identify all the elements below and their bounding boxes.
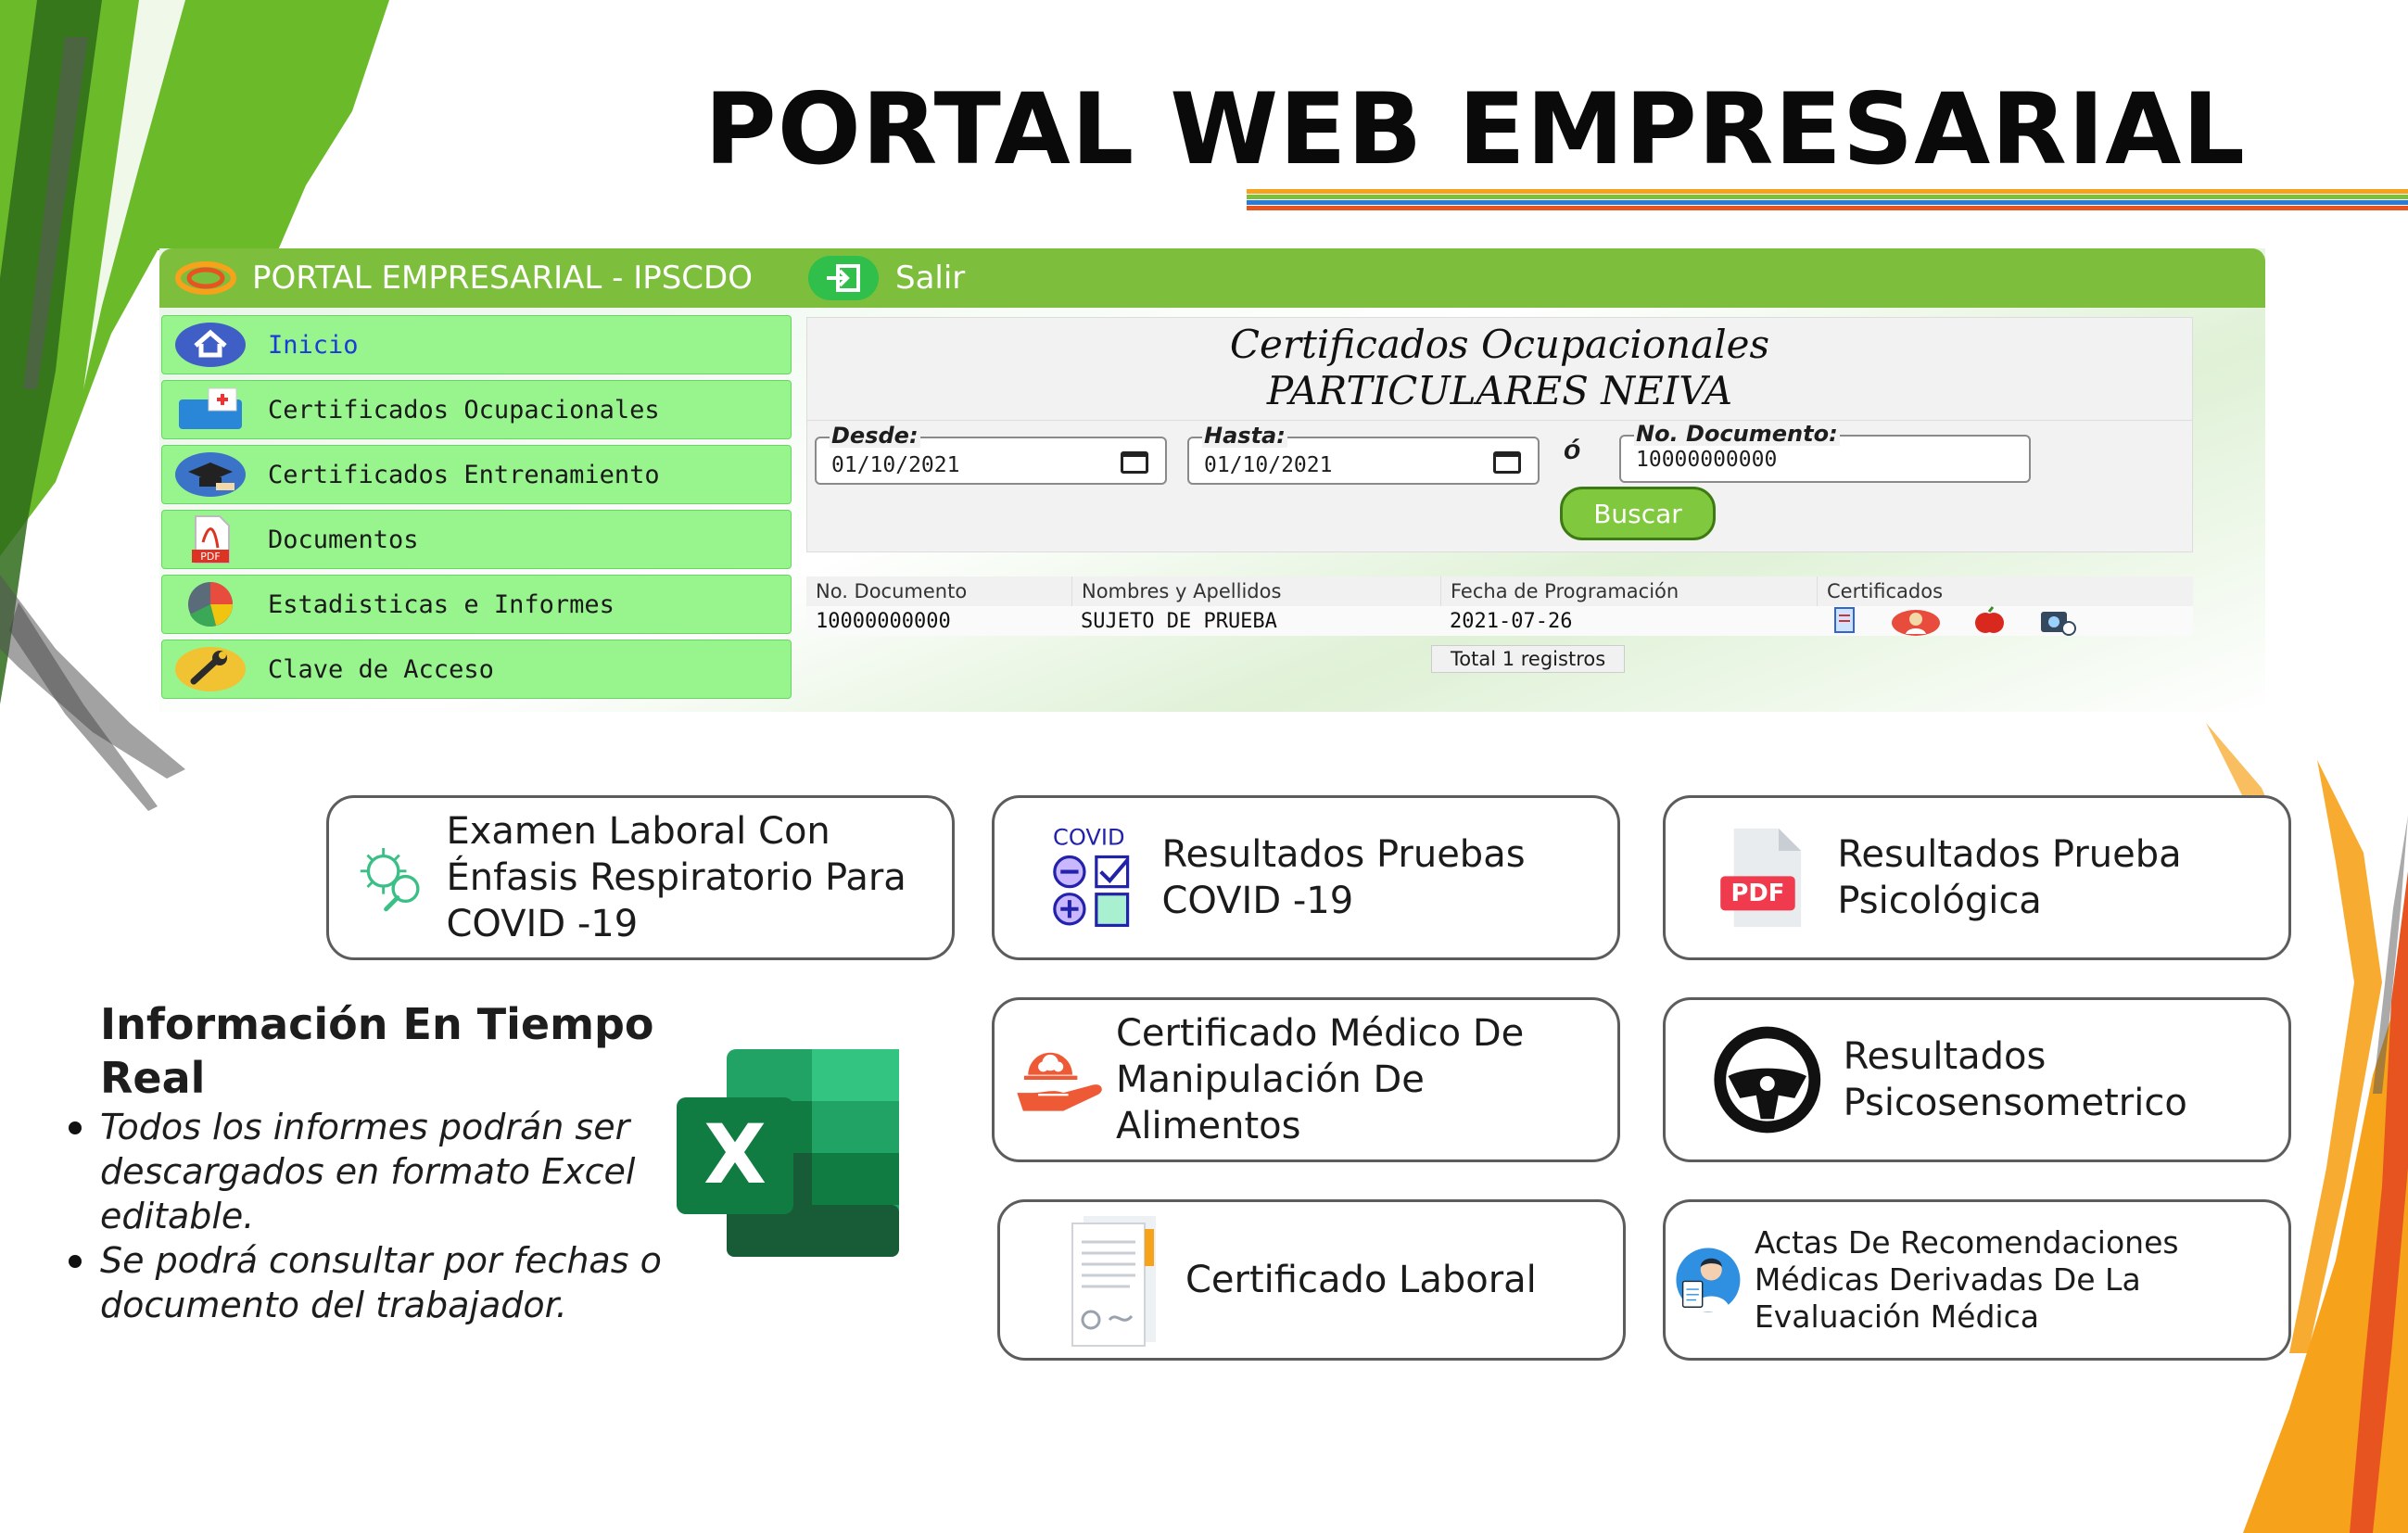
sidebar-item-label: Estadisticas e Informes [268,589,615,619]
form-title: Certificados Ocupacionales [1229,322,1770,367]
hasta-label: Hasta: [1202,423,1287,449]
cell-certificados [1817,606,2193,636]
sidebar-item-documentos[interactable]: PDF Documentos [161,510,792,569]
card-label: Resultados Psicosensometrico [1843,1035,2187,1124]
portal-topbar: PORTAL EMPRESARIAL - IPSCDO Salir [159,248,2265,308]
cell-fecha: 2021-07-26 [1450,609,1573,633]
documento-value[interactable]: 10000000000 [1636,448,1778,472]
card-label: Actas De Recomendaciones Médicas Derivad… [1754,1224,2179,1335]
card-covid-results: COVID Resultados Pruebas COVID -19 [992,795,1620,960]
column-header[interactable]: Fecha de Programación [1440,576,1817,606]
apple-icon[interactable] [1969,606,2009,636]
virus-magnifier-icon [360,848,420,912]
document-signature-icon [1071,1216,1156,1347]
folder-medical-icon [171,384,249,436]
documento-field[interactable]: No. Documento: 10000000000 [1619,422,2031,483]
form-subtitle: PARTICULARES NEIVA [1266,368,1733,413]
cell-documento: 10000000000 [816,609,951,633]
ipscdo-logo-icon [175,261,236,295]
covid-icon-text: COVID [1053,825,1125,851]
sidebar-item-label: Certificados Ocupacionales [268,395,660,424]
logout-label[interactable]: Salir [894,260,966,297]
table-total: Total 1 registros [1431,645,1626,673]
column-header[interactable]: Nombres y Apellidos [1071,576,1440,606]
column-header[interactable]: Certificados [1817,576,2193,606]
sidebar-item-label: Documentos [268,525,419,554]
sidebar-item-clave[interactable]: Clave de Acceso [161,640,792,699]
card-actas: Actas De Recomendaciones Médicas Derivad… [1663,1199,2291,1361]
excel-icon: X [677,1049,899,1257]
sidebar-item-label: Clave de Acceso [268,654,494,684]
left-brush-decoration [0,0,389,811]
desde-label: Desde: [830,423,920,449]
card-psicosensometrico: Resultados Psicosensometrico [1663,997,2291,1162]
portal-screen: PORTAL EMPRESARIAL - IPSCDO Salir Inicio… [159,248,2265,712]
logout-icon [826,264,860,292]
page-title: PORTAL WEB EMPRESARIAL [704,72,2246,186]
food-hand-icon [1017,1052,1102,1111]
certificate-document-icon[interactable] [1826,606,1863,636]
card-food: Certificado Médico De Manipulación De Al… [992,997,1620,1162]
documento-label: No. Documento: [1634,421,1840,447]
card-laboral: Certificado Laboral [997,1199,1626,1361]
results-table: No. Documento Nombres y Apellidos Fecha … [806,576,2193,636]
cell-nombre: SUJETO DE PRUEBA [1081,609,1277,633]
pdf-file-icon: PDF [1720,828,1802,928]
card-label: Certificado Médico De Manipulación De Al… [1115,1012,1525,1147]
table-header: No. Documento Nombres y Apellidos Fecha … [806,576,2193,606]
sidebar-item-inicio[interactable]: Inicio [161,315,792,374]
pdf-icon: PDF [171,513,249,565]
graduation-cap-icon [171,449,249,500]
or-label: ó [1564,435,1581,465]
table-row: 10000000000 SUJETO DE PRUEBA 2021-07-26 [806,606,2193,636]
search-button[interactable]: Buscar [1560,487,1716,540]
info-bullet: Todos los informes podrán ser descargado… [69,1105,693,1238]
search-form: Certificados Ocupacionales PARTICULARES … [806,317,2193,552]
sidebar-item-estadisticas[interactable]: Estadisticas e Informes [161,575,792,634]
desde-date-field[interactable]: Desde: 01/10/2021 [815,424,1167,485]
title-underline-stripes [1247,189,2408,211]
sidebar-item-label: Inicio [268,330,359,360]
doctor-icon[interactable] [1891,606,1941,636]
svg-text:PDF: PDF [200,551,220,563]
portal-brand: PORTAL EMPRESARIAL - IPSCDO [252,260,753,297]
pdf-text: PDF [1731,880,1785,907]
info-bullet: Se podrá consultar por fechas o document… [69,1238,693,1327]
wrench-icon [171,643,249,695]
card-label: Examen Laboral Con Énfasis Respiratorio … [446,810,906,945]
sidebar-menu: Inicio Certificados Ocupacionales Certif… [161,315,792,704]
card-covid-exam: Examen Laboral Con Énfasis Respiratorio … [326,795,955,960]
sidebar-item-certificados-ocupacionales[interactable]: Certificados Ocupacionales [161,380,792,439]
covid-test-icon: COVID [1053,825,1130,928]
hasta-date-field[interactable]: Hasta: 01/10/2021 [1187,424,1540,485]
excel-letter: X [703,1107,767,1202]
pie-chart-icon [171,578,249,630]
sidebar-item-certificados-entrenamiento[interactable]: Certificados Entrenamiento [161,445,792,504]
card-label: Resultados Pruebas COVID -19 [1161,833,1526,922]
calendar-icon[interactable] [1121,451,1148,474]
right-brush-decoration [2206,723,2408,1533]
calendar-icon[interactable] [1493,451,1521,474]
hasta-value[interactable]: 01/10/2021 [1204,453,1333,477]
card-label: Resultados Prueba Psicológica [1837,833,2182,922]
camera-check-icon[interactable] [2037,606,2078,636]
sidebar-item-label: Certificados Entrenamiento [268,460,660,489]
home-icon [171,319,249,371]
card-label: Certificado Laboral [1185,1259,1537,1301]
doctor-clipboard-icon [1676,1248,1741,1312]
info-heading: Información En Tiempo Real [100,999,654,1103]
steering-wheel-icon [1714,1026,1821,1134]
desde-value[interactable]: 01/10/2021 [831,453,960,477]
column-header[interactable]: No. Documento [816,580,968,602]
logout-button[interactable] [807,256,879,300]
card-psych: PDF Resultados Prueba Psicológica [1663,795,2291,960]
